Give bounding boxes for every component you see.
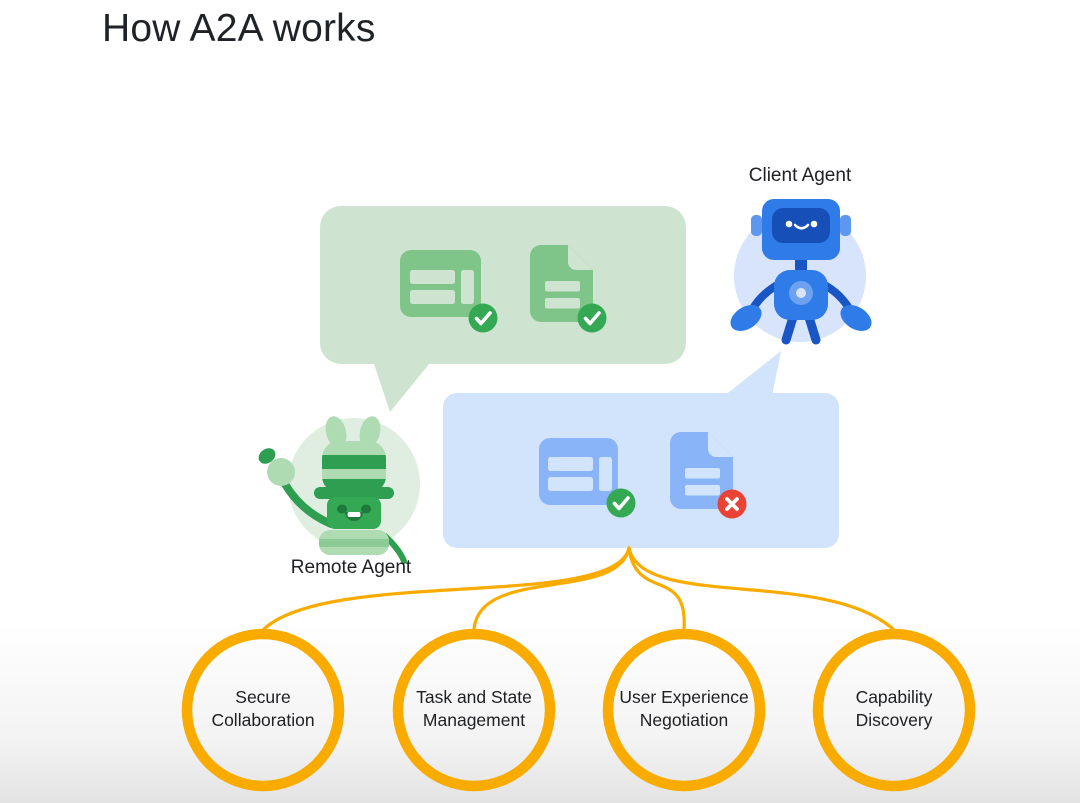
table-card-icon: [400, 250, 481, 317]
connector-line: [627, 546, 686, 631]
speech-bubble-tail: [372, 358, 434, 412]
client-agent-label: Client Agent: [748, 165, 852, 186]
remote-agent-label: Remote Agent: [290, 557, 412, 578]
page-title: How A2A works: [102, 7, 376, 50]
feature-label-secure-collaboration: Secure Collaboration: [211, 687, 315, 731]
remote-message-bubble: [320, 206, 686, 412]
connector-line: [627, 546, 895, 631]
speech-bubble-body: [320, 206, 686, 364]
feature-connectors: [262, 546, 895, 631]
feature-circles: [181, 628, 976, 792]
check-badge-icon: [606, 488, 636, 518]
remote-agent-illustration: [258, 416, 420, 564]
document-icon: [530, 245, 593, 322]
speech-bubble-tail: [724, 351, 781, 396]
client-agent-illustration: [730, 199, 872, 345]
error-badge-icon: [717, 489, 747, 519]
feature-label-task-state-management: Task and State Management: [416, 687, 532, 731]
feature-circle-secure-collaboration: [181, 628, 345, 792]
client-message-bubble: [443, 351, 839, 548]
feature-circle-capability-discovery: [812, 628, 976, 792]
robot-eye: [785, 220, 793, 228]
feature-label-user-experience-negotiation: User Experience Negotiation: [619, 687, 749, 731]
bottom-gradient: [0, 623, 1080, 803]
speech-bubble-body: [443, 393, 839, 548]
check-badge-icon: [468, 303, 498, 333]
check-badge-icon: [577, 303, 607, 333]
connector-line: [262, 546, 631, 631]
robot-smile: [793, 223, 810, 230]
feature-circle-task-state-management: [392, 628, 556, 792]
feature-circle-user-experience-negotiation: [602, 628, 766, 792]
creature-eye: [337, 504, 347, 514]
feature-label-capability-discovery: Capability Discovery: [855, 687, 933, 731]
connector-line: [472, 546, 631, 631]
table-card-icon: [539, 438, 618, 505]
document-icon: [670, 432, 733, 509]
robot-eye: [810, 220, 818, 228]
creature-eye: [361, 504, 371, 514]
